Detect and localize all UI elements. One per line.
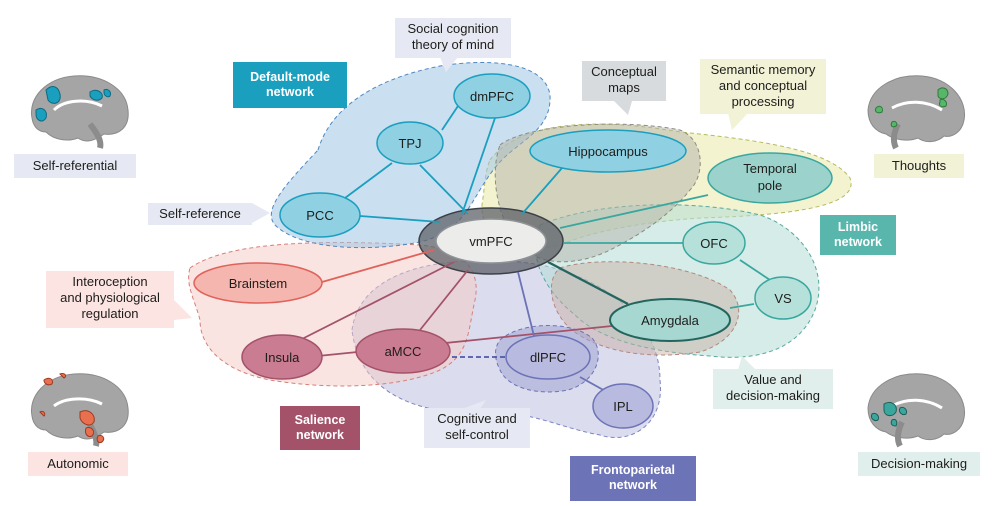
node-tpj: TPJ — [376, 121, 444, 165]
node-hippocampus: Hippocampus — [529, 129, 687, 173]
brain-self-referential-icon — [30, 75, 129, 149]
network-limbic-line2: network — [834, 235, 882, 249]
edge-brainstem-vmpfc — [321, 249, 435, 283]
temporal-pole-label-line1: Temporal — [743, 161, 797, 176]
network-default-mode-line2: network — [266, 85, 314, 99]
brain-label-autonomic-text: Autonomic — [47, 456, 109, 471]
node-vs: VS — [754, 276, 812, 320]
brain-thoughts-icon — [867, 75, 966, 150]
node-pcc: PCC — [279, 192, 361, 238]
edge-tpj-vmpfc — [419, 164, 469, 215]
amygdala-label: Amygdala — [641, 313, 700, 328]
pointer-self-reference — [252, 203, 270, 223]
callout-interoception: Interoception and physiological regulati… — [46, 271, 174, 328]
brain-label-thoughts-text: Thoughts — [891, 158, 947, 173]
callout-cognitive-line2: self-control — [445, 427, 509, 442]
callout-semantic-line1: Semantic memory — [710, 62, 816, 77]
edge-dmpfc-tpj — [441, 105, 459, 131]
callout-conceptual-maps: Conceptual maps — [582, 61, 666, 101]
network-label-limbic: Limbic network — [820, 215, 896, 255]
brain-autonomic-icon — [30, 373, 129, 447]
edge-dlpfc-vmpfc — [517, 271, 536, 341]
pointer-semantic — [728, 113, 748, 130]
brain-label-self-referential: Self-referential — [14, 154, 136, 178]
network-salience-line1: Salience — [294, 413, 346, 427]
node-brainstem: Brainstem — [193, 262, 323, 304]
pointer-interoception — [174, 300, 192, 320]
callout-social-line1: Social cognition — [407, 21, 499, 36]
pcc-label: PCC — [306, 208, 333, 223]
brain-label-self-referential-text: Self-referential — [32, 158, 118, 173]
edge-tpj-pcc — [344, 162, 393, 199]
callout-interoception-line1: Interoception — [72, 274, 148, 289]
insula-label: Insula — [265, 350, 300, 365]
hippocampus-label: Hippocampus — [568, 144, 648, 159]
temporal-pole-label-line2: pole — [758, 178, 783, 193]
edge-insula-vmpfc — [299, 261, 455, 341]
callout-cognitive-line1: Cognitive and — [437, 411, 517, 426]
callout-self-reference-text: Self-reference — [159, 206, 241, 221]
callout-semantic-line3: processing — [731, 94, 795, 109]
callout-self-reference: Self-reference — [148, 203, 252, 225]
callout-value-line1: Value and — [744, 372, 802, 387]
amcc-label: aMCC — [385, 344, 422, 359]
edge-dmpfc-vmpfc — [461, 117, 496, 215]
node-ofc: OFC — [682, 221, 746, 265]
tpj-label: TPJ — [398, 136, 421, 151]
brain-decision-making-icon — [867, 373, 966, 448]
edge-temporalpole-vmpfc — [559, 194, 709, 229]
node-ipl: IPL — [592, 383, 654, 429]
network-label-default-mode: Default-mode network — [233, 62, 347, 108]
network-label-salience: Salience network — [280, 406, 360, 450]
dlpfc-label: dlPFC — [530, 350, 566, 365]
callout-semantic-line2: and conceptual — [718, 78, 808, 93]
network-limbic-line1: Limbic — [837, 220, 879, 234]
edge-hippocampus-vmpfc — [521, 167, 563, 215]
brain-label-autonomic: Autonomic — [28, 452, 128, 476]
node-temporal-pole: Temporal pole — [707, 152, 833, 204]
ipl-label: IPL — [613, 399, 633, 414]
callout-interoception-line2: and physiological — [60, 290, 160, 305]
edge-vs-amygdala — [729, 303, 755, 309]
node-dlpfc: dlPFC — [505, 334, 591, 380]
pointer-social — [440, 57, 458, 72]
network-default-mode-line1: Default-mode — [250, 70, 330, 84]
node-dmpfc: dmPFC — [453, 73, 531, 119]
brain-label-decision-making: Decision-making — [858, 452, 980, 476]
network-frontoparietal-line1: Frontoparietal — [590, 463, 676, 477]
callout-value-line2: decision-making — [726, 388, 820, 403]
edge-amcc-vmpfc — [419, 269, 469, 331]
node-amcc: aMCC — [355, 328, 451, 374]
pointer-cognitive — [462, 400, 486, 409]
network-frontoparietal-line2: network — [609, 478, 657, 492]
callout-cognitive-control: Cognitive and self-control — [424, 408, 530, 448]
callout-conceptual-line2: maps — [608, 80, 640, 95]
callout-social-cognition: Social cognition theory of mind — [395, 18, 511, 58]
node-insula: Insula — [241, 334, 323, 380]
node-vmpfc: vmPFC — [435, 218, 547, 264]
edge-ofc-vs — [739, 259, 771, 281]
brain-label-thoughts: Thoughts — [874, 154, 964, 178]
network-label-frontoparietal: Frontoparietal network — [570, 456, 696, 501]
brain-label-decision-making-text: Decision-making — [870, 456, 968, 471]
brainstem-label: Brainstem — [229, 276, 288, 291]
pointer-value — [738, 356, 756, 370]
vmpfc-label: vmPFC — [469, 234, 512, 249]
edge-pcc-vmpfc — [359, 215, 441, 223]
callout-value-decision: Value and decision-making — [713, 369, 833, 409]
callout-social-line2: theory of mind — [411, 37, 495, 52]
callout-semantic-memory: Semantic memory and conceptual processin… — [700, 59, 826, 114]
pointer-conceptual — [614, 101, 632, 115]
callout-conceptual-line1: Conceptual — [591, 64, 657, 79]
edge-amygdala-vmpfc — [547, 260, 629, 306]
node-amygdala: Amygdala — [609, 298, 731, 342]
ofc-label: OFC — [700, 236, 727, 251]
vs-label: VS — [774, 291, 792, 306]
callout-interoception-line3: regulation — [81, 306, 139, 321]
network-salience-line2: network — [296, 428, 344, 442]
dmpfc-label: dmPFC — [470, 89, 514, 104]
